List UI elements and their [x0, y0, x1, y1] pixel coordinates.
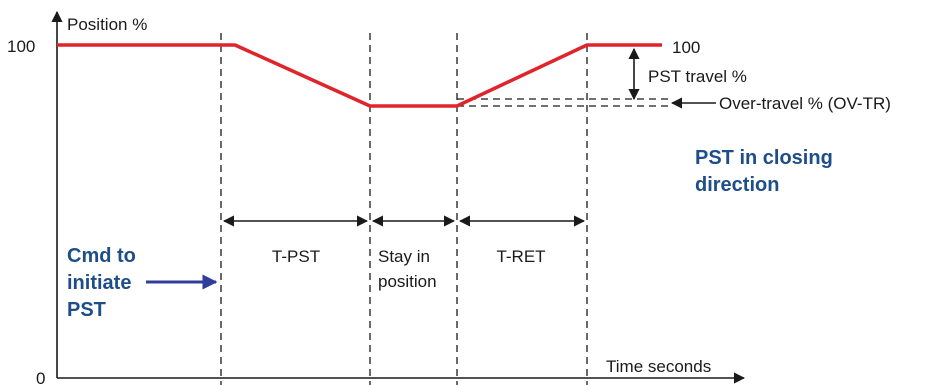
cmd-label-line1: Cmd to — [67, 245, 136, 267]
stay-label-line1: Stay in — [378, 247, 430, 266]
t-pst-label: T-PST — [272, 247, 320, 266]
pst-travel-label: PST travel % — [648, 67, 747, 86]
y-tick-100: 100 — [7, 37, 35, 56]
position-curve — [57, 43, 662, 108]
y-tick-0: 0 — [36, 369, 45, 385]
curve-end-label: 100 — [672, 38, 700, 57]
diagram-title-line1: PST in closing — [695, 147, 833, 169]
cmd-label-line3: PST — [67, 299, 106, 321]
stay-label-line2: position — [378, 272, 437, 291]
diagram-title-line2: direction — [695, 174, 779, 196]
y-axis-label: Position % — [67, 15, 147, 34]
x-axis-label: Time seconds — [606, 357, 711, 376]
t-ret-label: T-RET — [496, 247, 545, 266]
cmd-label-line2: initiate — [67, 272, 131, 294]
over-travel-label: Over-travel % (OV-TR) — [719, 94, 891, 113]
